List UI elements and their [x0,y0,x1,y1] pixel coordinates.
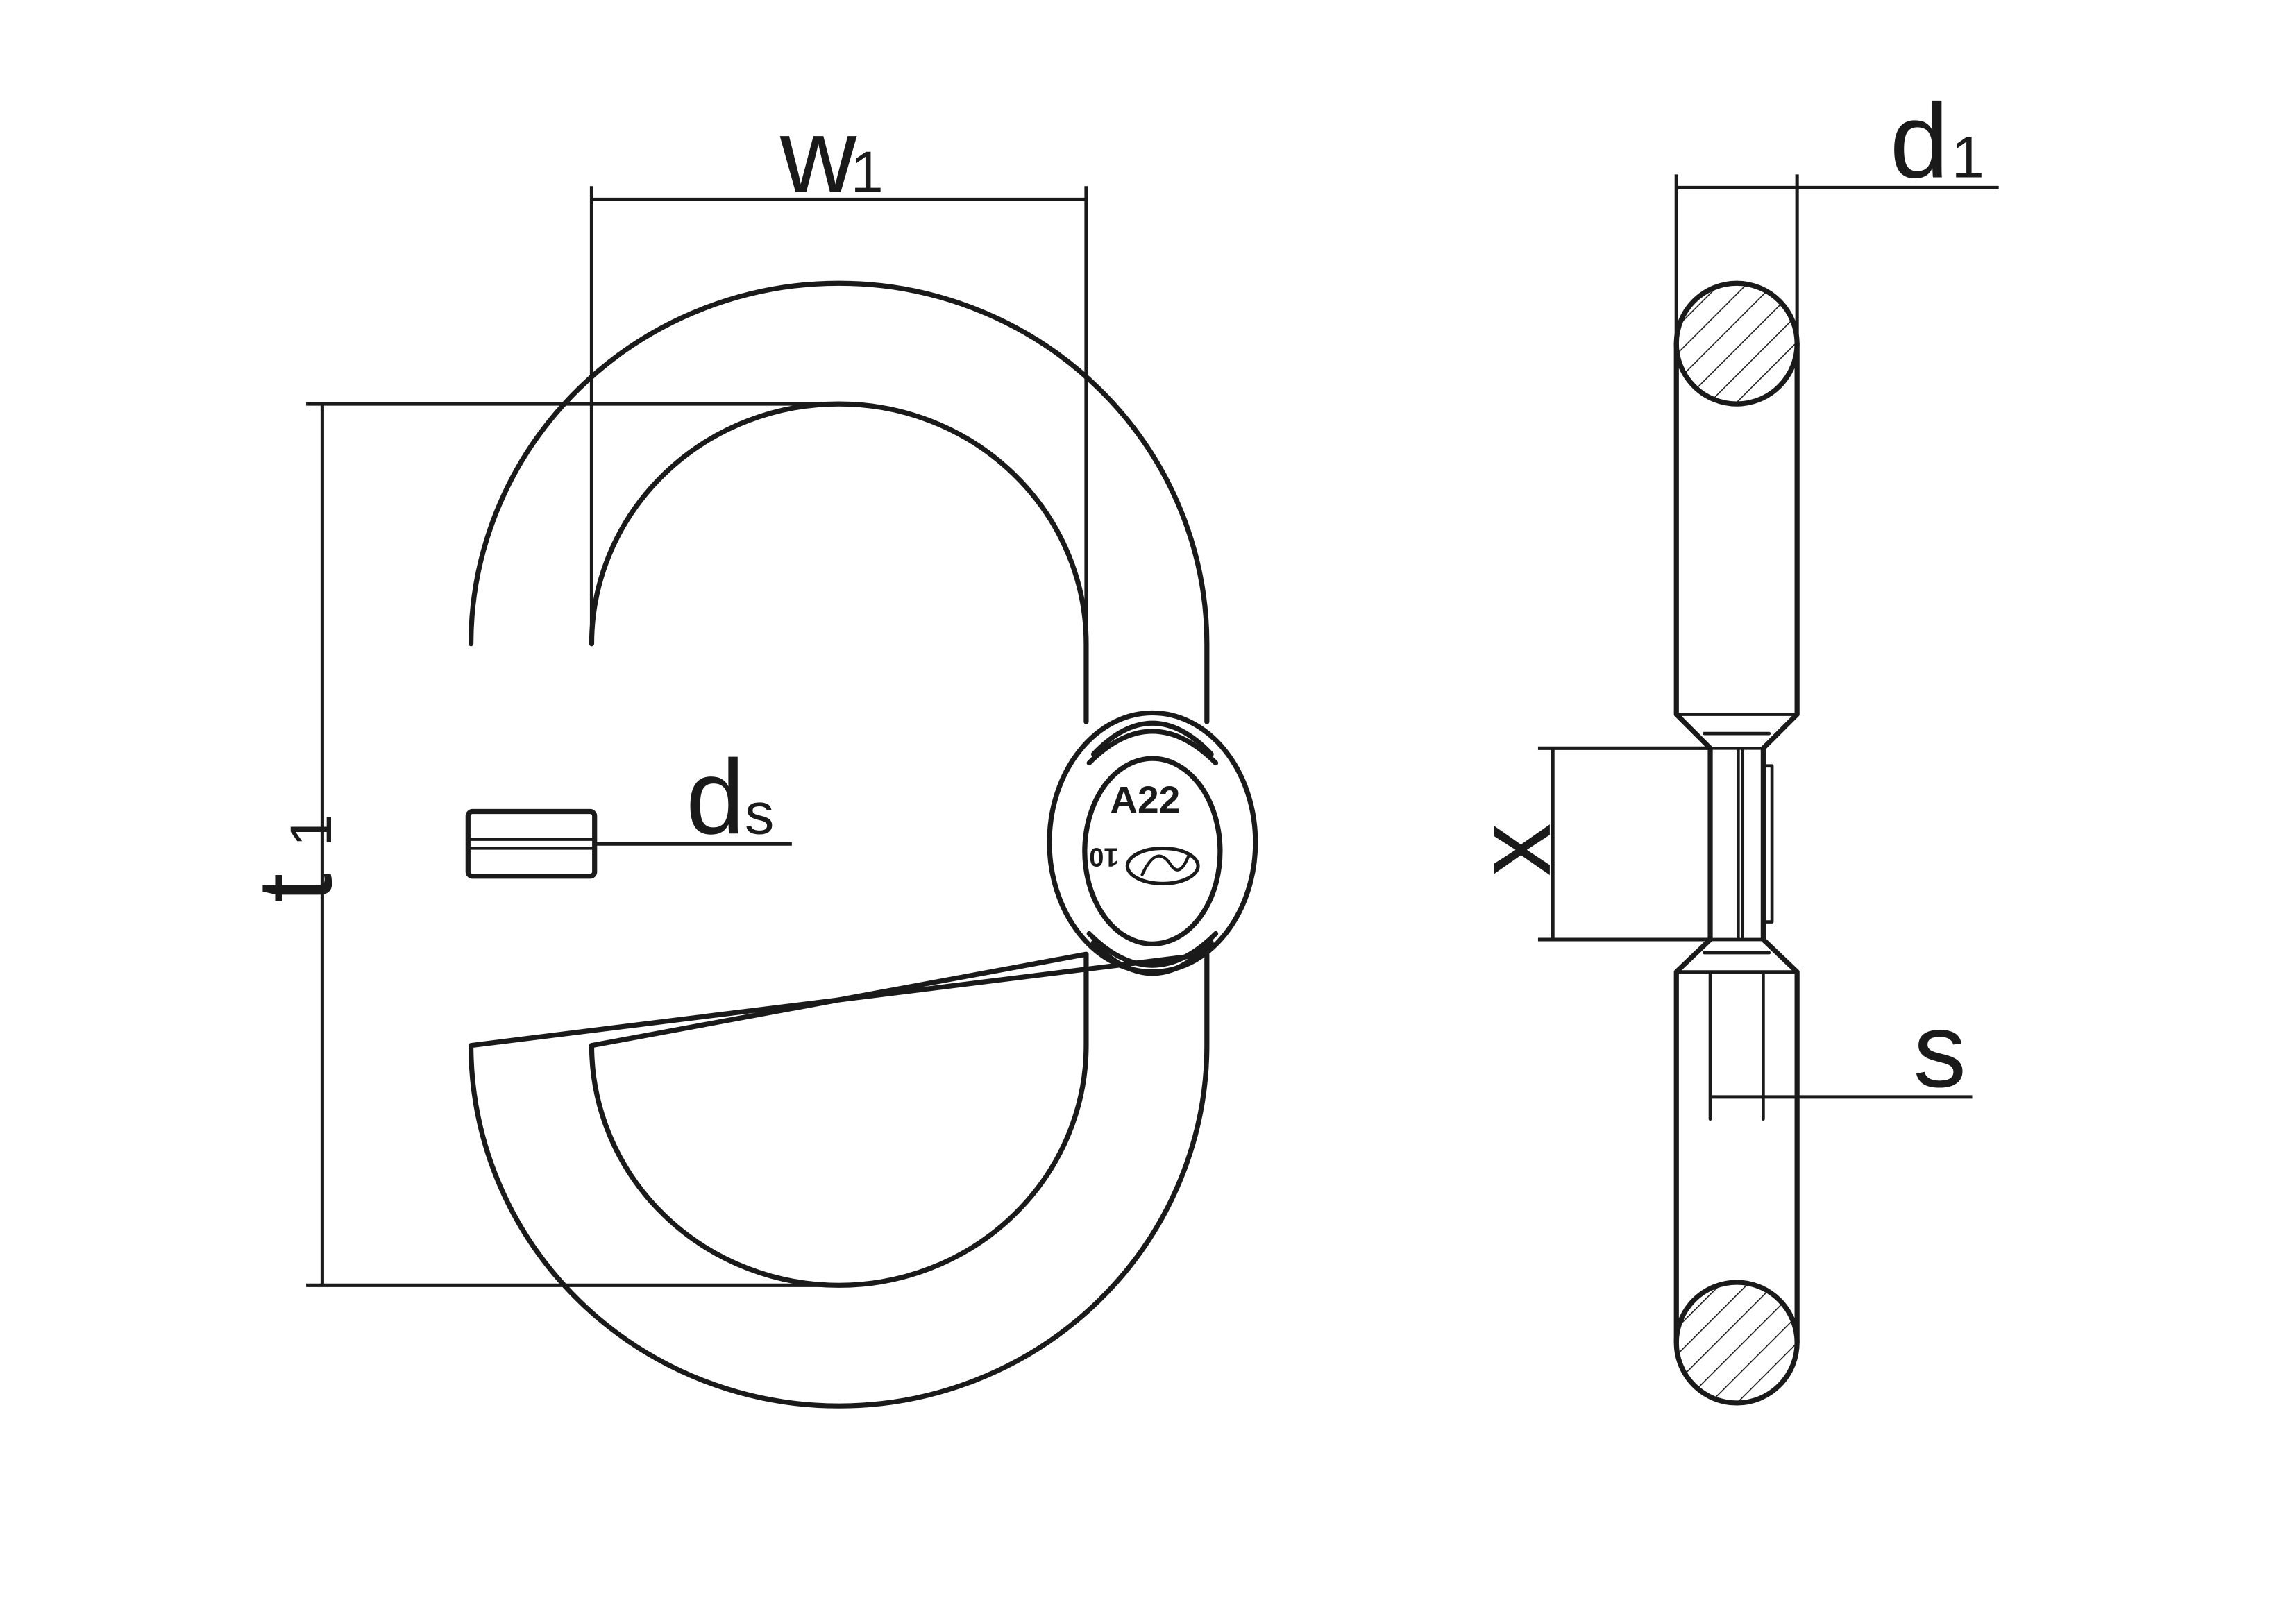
label-w: w [779,97,857,215]
label-d1: d [1890,83,1949,201]
dimension-d1: d 1 [1674,83,1999,337]
side-body-outline [1673,341,1800,1345]
label-d: d [686,738,745,856]
weld-sleeve [465,808,598,879]
manufacturer-logo-mark [1140,852,1191,876]
dimension-ds: d s [594,738,792,856]
side-view: d 1 x s [1455,83,1999,1406]
label-d-sub: s [745,780,774,846]
manufacturer-logo [1125,846,1200,885]
dimension-w1: w 1 [589,97,1088,634]
dimension-t1: t 1 [236,402,839,1287]
marking-grade: 10 [1089,842,1118,872]
front-view: A22 10 w 1 t 1 d s [236,97,1258,1409]
dimension-x: x [1455,746,1711,942]
label-s: s [1914,992,1966,1110]
cross-section-top [1673,280,1800,407]
label-t-sub: 1 [278,814,344,847]
label-d1-sub: 1 [1952,124,1984,190]
label-t: t [236,874,354,903]
dimension-s: s [1710,992,1973,1110]
side-bevel-lines [1674,713,1799,1121]
cross-section-bottom [1673,1280,1800,1406]
marking-code: A22 [1110,779,1180,822]
link-outer-contour [468,280,1210,1409]
marking-boss: A22 10 [1047,710,1258,976]
label-w-sub: 1 [851,139,884,205]
label-x: x [1455,823,1573,876]
